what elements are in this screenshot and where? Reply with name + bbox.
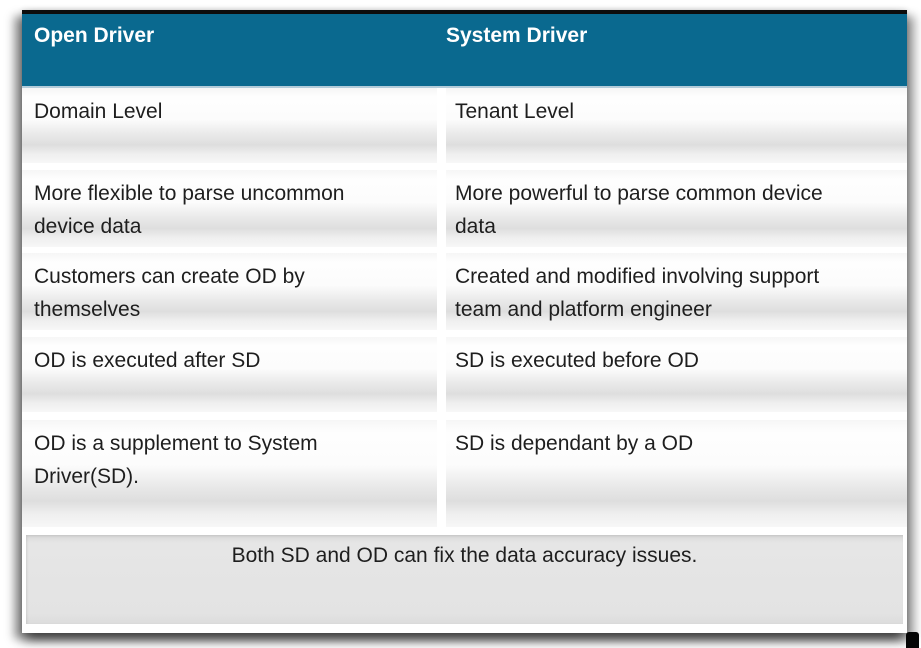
column-header-open-driver: Open Driver	[34, 24, 155, 47]
cell-system-driver: Created and modified involving support t…	[446, 253, 907, 330]
cell-system-driver: Tenant Level	[446, 88, 907, 163]
table-row: Domain Level Tenant Level	[22, 88, 907, 163]
cell-system-driver: SD is executed before OD	[446, 337, 907, 412]
cell-open-driver: Customers can create OD by themselves	[22, 253, 437, 330]
cell-system-driver: More powerful to parse common device dat…	[446, 170, 907, 247]
table-row: OD is executed after SD SD is executed b…	[22, 337, 907, 412]
table-footer-row: Both SD and OD can fix the data accuracy…	[26, 535, 903, 624]
cell-open-driver: Domain Level	[22, 88, 437, 163]
table-row: Customers can create OD by themselves Cr…	[22, 253, 907, 330]
table-header-row: Open Driver System Driver	[22, 10, 907, 88]
cell-open-driver: OD is executed after SD	[22, 337, 437, 412]
column-header-system-driver: System Driver	[446, 24, 588, 47]
table-row: OD is a supplement to System Driver(SD).…	[22, 420, 907, 527]
table-row: More flexible to parse uncommon device d…	[22, 170, 907, 247]
cell-open-driver: More flexible to parse uncommon device d…	[22, 170, 437, 247]
black-corner-marker	[906, 632, 919, 648]
cell-system-driver: SD is dependant by a OD	[446, 420, 907, 527]
cell-open-driver: OD is a supplement to System Driver(SD).	[22, 420, 437, 527]
comparison-table: Open Driver System Driver Domain Level T…	[22, 10, 907, 633]
